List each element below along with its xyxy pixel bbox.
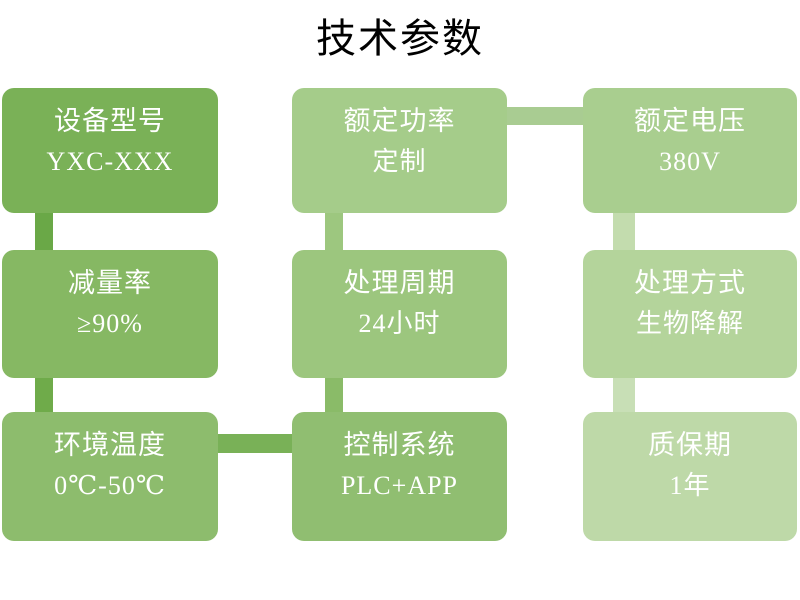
card-value: ≥90% (77, 309, 143, 338)
card-label: 处理周期 (343, 268, 456, 298)
card-control-system: 控制系统 PLC+APP (292, 412, 507, 541)
connector-segment (613, 378, 635, 413)
connector-segment (325, 213, 343, 250)
page-title: 技术参数 (316, 17, 484, 61)
card-label: 设备型号 (54, 106, 166, 136)
card-label: 控制系统 (343, 430, 456, 460)
card-label: 环境温度 (54, 430, 166, 460)
connector-segment (218, 434, 292, 453)
card-value: 24小时 (358, 309, 441, 338)
card-processing-method: 处理方式 生物降解 (583, 250, 797, 378)
connector-segment (613, 213, 635, 250)
card-value: PLC+APP (340, 471, 459, 500)
card-label: 额定电压 (634, 106, 746, 136)
card-label: 处理方式 (634, 268, 746, 298)
card-warranty-period: 质保期 1年 (583, 412, 797, 541)
card-ambient-temperature: 环境温度 0℃-50℃ (2, 412, 218, 541)
card-value: YXC-XXX (46, 147, 174, 176)
card-label: 减量率 (68, 268, 152, 298)
card-label: 质保期 (648, 430, 732, 460)
card-value: 1年 (669, 471, 711, 500)
card-device-model: 设备型号 YXC-XXX (2, 88, 218, 213)
connector-segment (507, 107, 583, 125)
card-label: 额定功率 (343, 106, 456, 136)
card-value: 0℃-50℃ (54, 471, 166, 500)
card-rated-voltage: 额定电压 380V (583, 88, 797, 213)
card-value: 380V (659, 147, 721, 176)
card-reduction-rate: 减量率 ≥90% (2, 250, 218, 378)
card-processing-cycle: 处理周期 24小时 (292, 250, 507, 378)
card-value: 定制 (372, 147, 427, 176)
card-rated-power: 额定功率 定制 (292, 88, 507, 213)
card-value: 生物降解 (635, 309, 744, 338)
connector-segment (35, 378, 53, 412)
connector-segment (325, 378, 343, 412)
